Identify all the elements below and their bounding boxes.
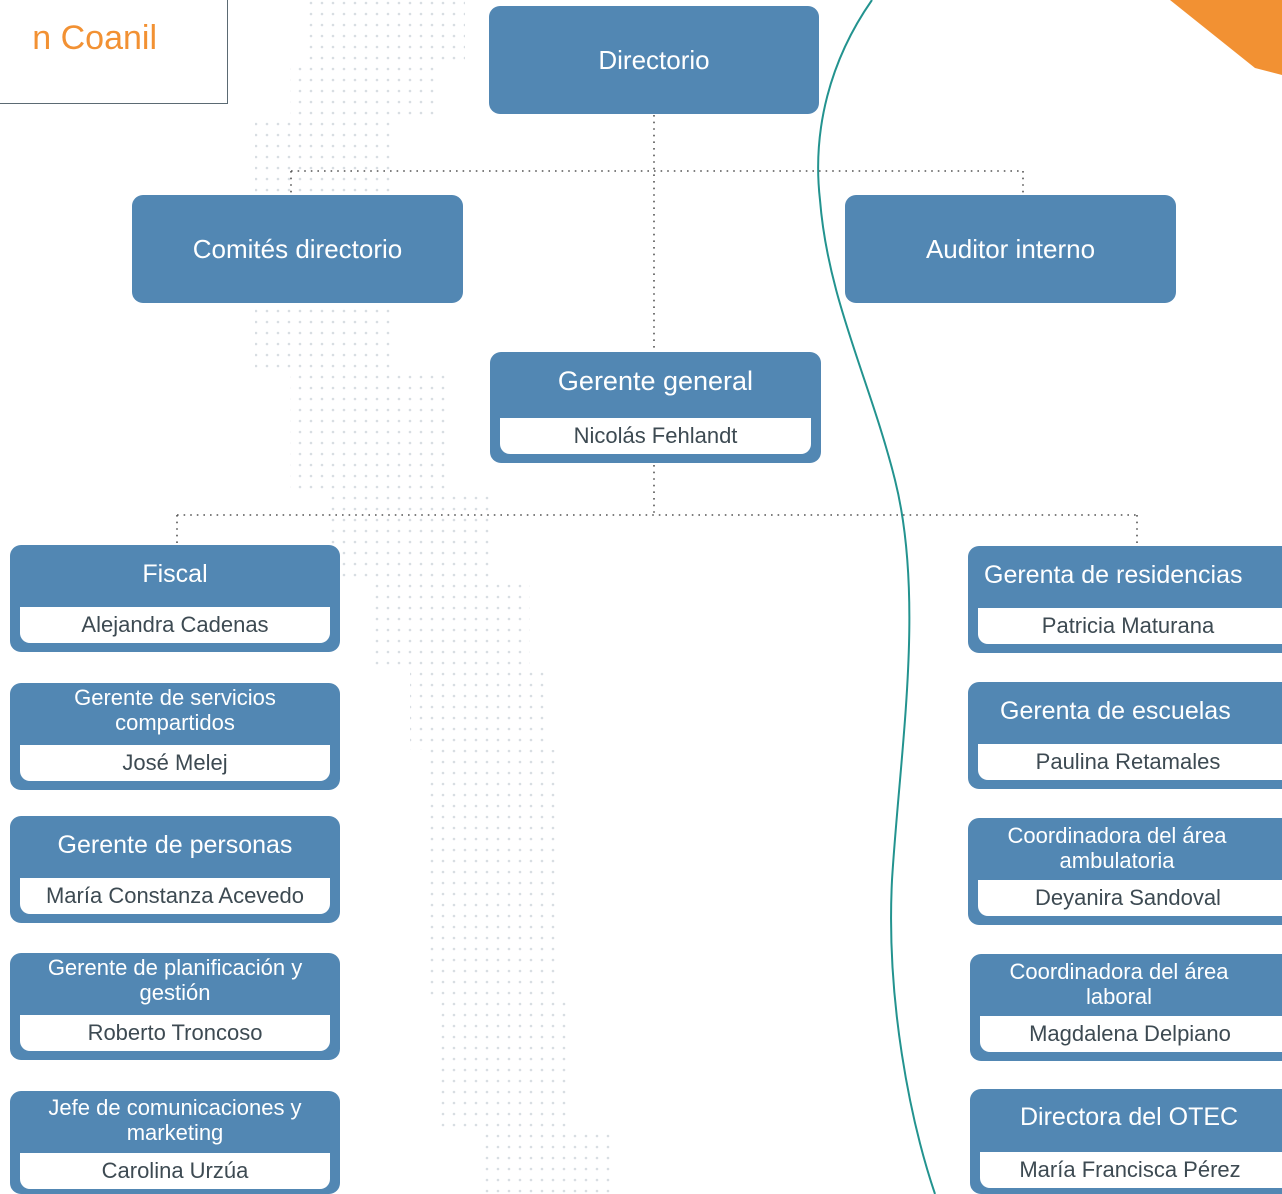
node-title: Directorio <box>598 45 710 75</box>
node-title: Directora del OTEC <box>1020 1103 1239 1131</box>
node-person-name: José Melej <box>20 745 330 781</box>
connectors <box>176 115 1138 543</box>
node-gerente-general: Gerente general Nicolás Fehlandt <box>490 352 821 463</box>
node-gerenta-residencias: Gerenta de residencias Patricia Maturana <box>968 546 1282 653</box>
node-coordinadora-laboral: Coordinadora del área laboral Magdalena … <box>970 954 1282 1061</box>
node-title: Gerente de servicios compartidos <box>74 685 276 735</box>
divider-curve <box>817 0 936 1194</box>
node-person-name: Paulina Retamales <box>978 744 1282 780</box>
corner-accent <box>1170 0 1282 75</box>
node-person-name: Carolina Urzúa <box>20 1153 330 1189</box>
node-title: Jefe de comunicaciones y marketing <box>48 1095 302 1145</box>
node-person-name: Alejandra Cadenas <box>20 607 330 643</box>
report-title-box: rma n Coanil <box>0 0 228 104</box>
node-person-name: Magdalena Delpiano <box>980 1016 1282 1052</box>
node-person-name: Patricia Maturana <box>978 608 1282 644</box>
node-title: Gerente general <box>557 366 754 396</box>
node-comites-directorio: Comités directorio <box>132 195 463 303</box>
node-title: Auditor interno <box>925 234 1096 264</box>
node-title: Fiscal <box>142 560 208 588</box>
node-coordinadora-ambulatoria: Coordinadora del área ambulatoria Deyani… <box>968 818 1282 925</box>
node-person-name: Nicolás Fehlandt <box>500 418 811 454</box>
node-title: Gerente de personas <box>57 831 293 859</box>
node-directora-otec: Directora del OTEC María Francisca Pérez <box>970 1089 1282 1194</box>
node-title: Gerenta de residencias <box>984 561 1243 589</box>
node-gerente-planificacion: Gerente de planificación y gestión Rober… <box>10 953 340 1060</box>
node-person-name: Deyanira Sandoval <box>978 880 1282 916</box>
node-gerente-servicios-compartidos: Gerente de servicios compartidos José Me… <box>10 683 340 790</box>
dotted-map <box>255 0 610 1194</box>
node-title: Coordinadora del área laboral <box>1009 959 1229 1009</box>
node-title: Gerenta de escuelas <box>1000 697 1231 725</box>
node-person-name: María Constanza Acevedo <box>20 878 330 914</box>
report-title-line2: n Coanil <box>32 19 157 57</box>
node-title: Comités directorio <box>192 234 403 264</box>
node-gerenta-escuelas: Gerenta de escuelas Paulina Retamales <box>968 682 1282 789</box>
node-directorio: Directorio <box>489 6 819 114</box>
node-title: Coordinadora del área ambulatoria <box>1007 823 1227 873</box>
node-person-name: María Francisca Pérez <box>980 1152 1282 1188</box>
node-fiscal: Fiscal Alejandra Cadenas <box>10 545 340 652</box>
node-jefe-comunicaciones: Jefe de comunicaciones y marketing Carol… <box>10 1091 340 1194</box>
node-person-name: Roberto Troncoso <box>20 1015 330 1051</box>
node-auditor-interno: Auditor interno <box>845 195 1176 303</box>
node-title: Gerente de planificación y gestión <box>47 955 303 1005</box>
node-gerente-personas: Gerente de personas María Constanza Acev… <box>10 816 340 923</box>
report-title-line1: rma <box>98 0 157 2</box>
